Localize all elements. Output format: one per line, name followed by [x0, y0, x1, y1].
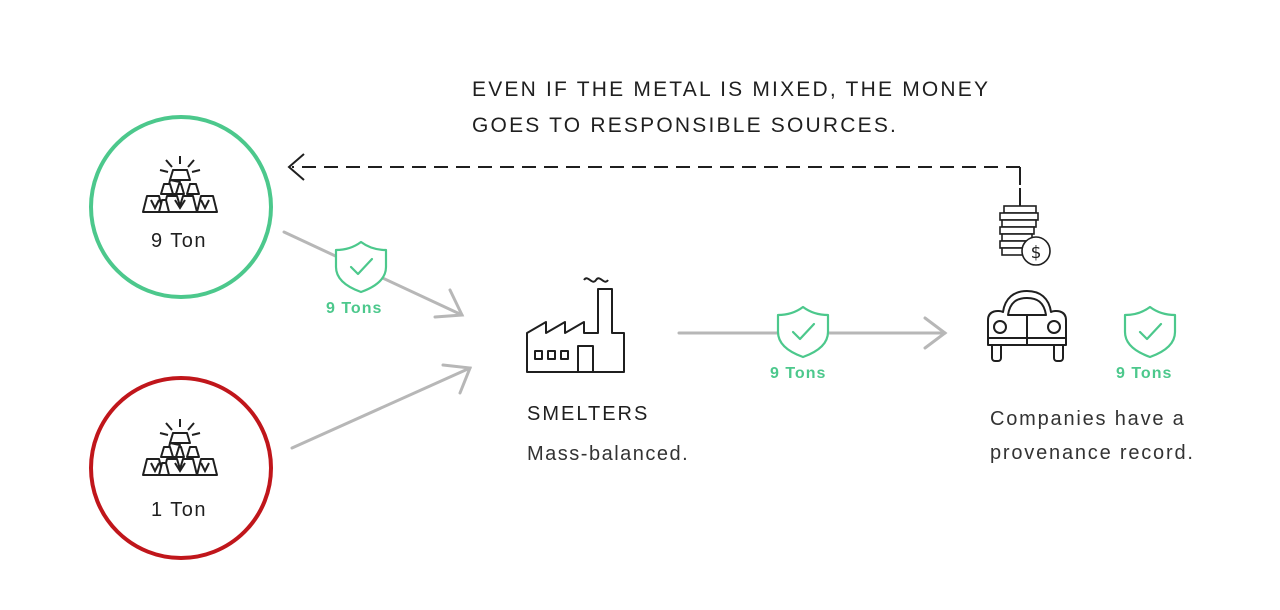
smelters-title: SMELTERS	[527, 403, 650, 425]
responsible-source-circle	[89, 115, 273, 299]
source-flow-tons-label: 9 Tons	[326, 300, 383, 317]
companies-caption-line-2: provenance record.	[990, 442, 1195, 464]
gold-bars-icon	[142, 155, 218, 213]
shield-check-icon	[334, 240, 388, 294]
company-tons-label: 9 Tons	[1116, 365, 1173, 382]
headline-line-2: GOES TO RESPONSIBLE SOURCES.	[472, 114, 899, 137]
shield-check-icon	[776, 305, 830, 359]
irresponsible-source-circle	[89, 376, 273, 560]
companies-caption: Companies have a provenance record.	[990, 402, 1195, 470]
flow-arrow-bottom-source	[290, 363, 473, 450]
car-icon	[987, 290, 1067, 362]
svg-text:$: $	[1031, 243, 1042, 263]
smelter-flow-tons-label: 9 Tons	[770, 365, 827, 382]
responsible-source-label: 9 Ton	[150, 230, 208, 252]
headline-line-1: EVEN IF THE METAL IS MIXED, THE MONEY	[472, 78, 991, 101]
smelters-subtitle: Mass-balanced.	[527, 443, 690, 465]
companies-caption-line-1: Companies have a	[990, 408, 1186, 430]
coins-dollar-icon: $	[999, 188, 1051, 266]
factory-icon	[526, 277, 625, 373]
irresponsible-source-label: 1 Ton	[150, 499, 208, 521]
headline: EVEN IF THE METAL IS MIXED, THE MONEY GO…	[472, 72, 990, 144]
money-return-arrow	[287, 153, 1021, 185]
gold-bars-icon	[142, 418, 218, 476]
shield-check-icon	[1123, 305, 1177, 359]
